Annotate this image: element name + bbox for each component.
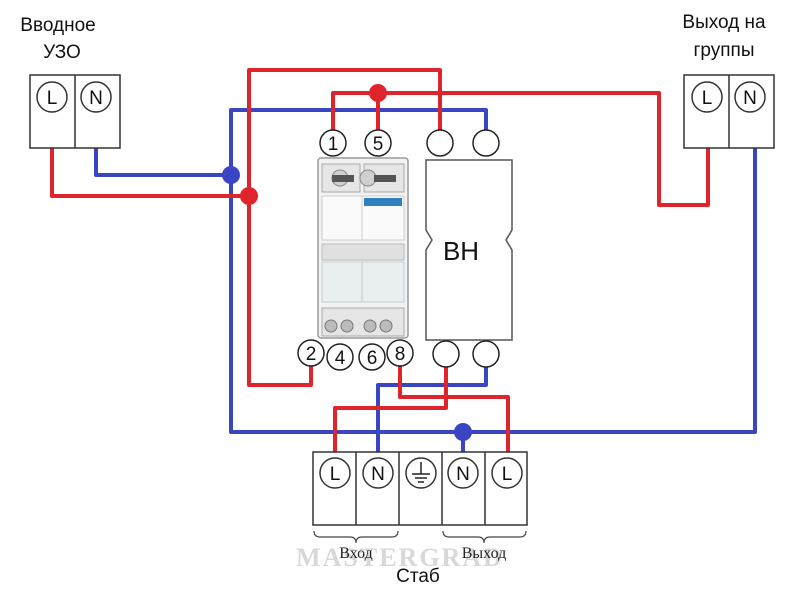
watermark: MASTERGRAD: [296, 543, 504, 572]
voltage-relay-device: [425, 129, 513, 368]
wires: [50, 68, 757, 460]
input-rcd-label-1: Вводное: [20, 15, 95, 36]
rcd-terminal-l: L: [47, 88, 58, 109]
switch-terminal-4: 4: [335, 348, 346, 369]
switch-terminal-8: 8: [395, 344, 406, 365]
phase-wire-to-terminal-2: [247, 194, 313, 387]
changeover-switch: [317, 157, 409, 339]
switch-terminal-1: 1: [328, 134, 339, 155]
phase-wire-stab-out: [398, 360, 510, 460]
stabilizer-terminal-block: L N N L: [312, 451, 528, 526]
input-rcd-block: L N: [29, 74, 121, 149]
ground-icon: [412, 462, 430, 483]
phase-wire-rcd-to-node: [50, 146, 251, 198]
phase-wire-to-groups: [376, 91, 710, 207]
input-rcd-label-2: УЗО: [43, 42, 81, 63]
stab-terminal-l-in: L: [330, 464, 341, 485]
phase-junction-node: [240, 187, 258, 205]
output-bracket: [442, 530, 527, 544]
phase-wire-bus-top: [247, 68, 442, 198]
neutral-junction-node: [222, 166, 240, 184]
stab-terminal-n-in: N: [371, 464, 385, 485]
stab-terminal-l-out: L: [502, 464, 513, 485]
neutral-wire-bus-top: [229, 108, 488, 177]
output-groups-block: L N: [683, 74, 775, 149]
stab-label: Стаб: [396, 566, 440, 587]
neutral-wire-bus-down: [229, 146, 757, 434]
neutral-wire-rcd-to-node: [94, 146, 233, 177]
neutral-wire-stab-in: [376, 360, 488, 460]
groups-terminal-n: N: [743, 88, 757, 109]
output-groups-label-2: группы: [693, 40, 754, 61]
stab-terminal-n-out: N: [456, 464, 470, 485]
rcd-terminal-n: N: [89, 88, 103, 109]
input-bracket: [313, 530, 399, 544]
device-label: ВН: [443, 236, 479, 266]
groups-terminal-l: L: [702, 88, 713, 109]
output-groups-label-1: Выход на: [682, 12, 766, 33]
neutral-junction-bottom: [454, 423, 472, 441]
stab-output-label: Выход: [462, 545, 507, 562]
switch-terminal-6: 6: [367, 348, 378, 369]
phase-junction-top: [369, 84, 387, 102]
switch-terminal-5: 5: [373, 134, 384, 155]
phase-wire-stab-in: [333, 360, 448, 460]
switch-terminal-2: 2: [306, 344, 317, 365]
switch-top-terminals: 1 5: [319, 129, 392, 157]
phase-wire-1-5-bridge: [331, 91, 380, 142]
switch-bottom-terminals: 2 4 6 8: [297, 339, 414, 371]
stab-input-label: Вход: [339, 545, 373, 562]
